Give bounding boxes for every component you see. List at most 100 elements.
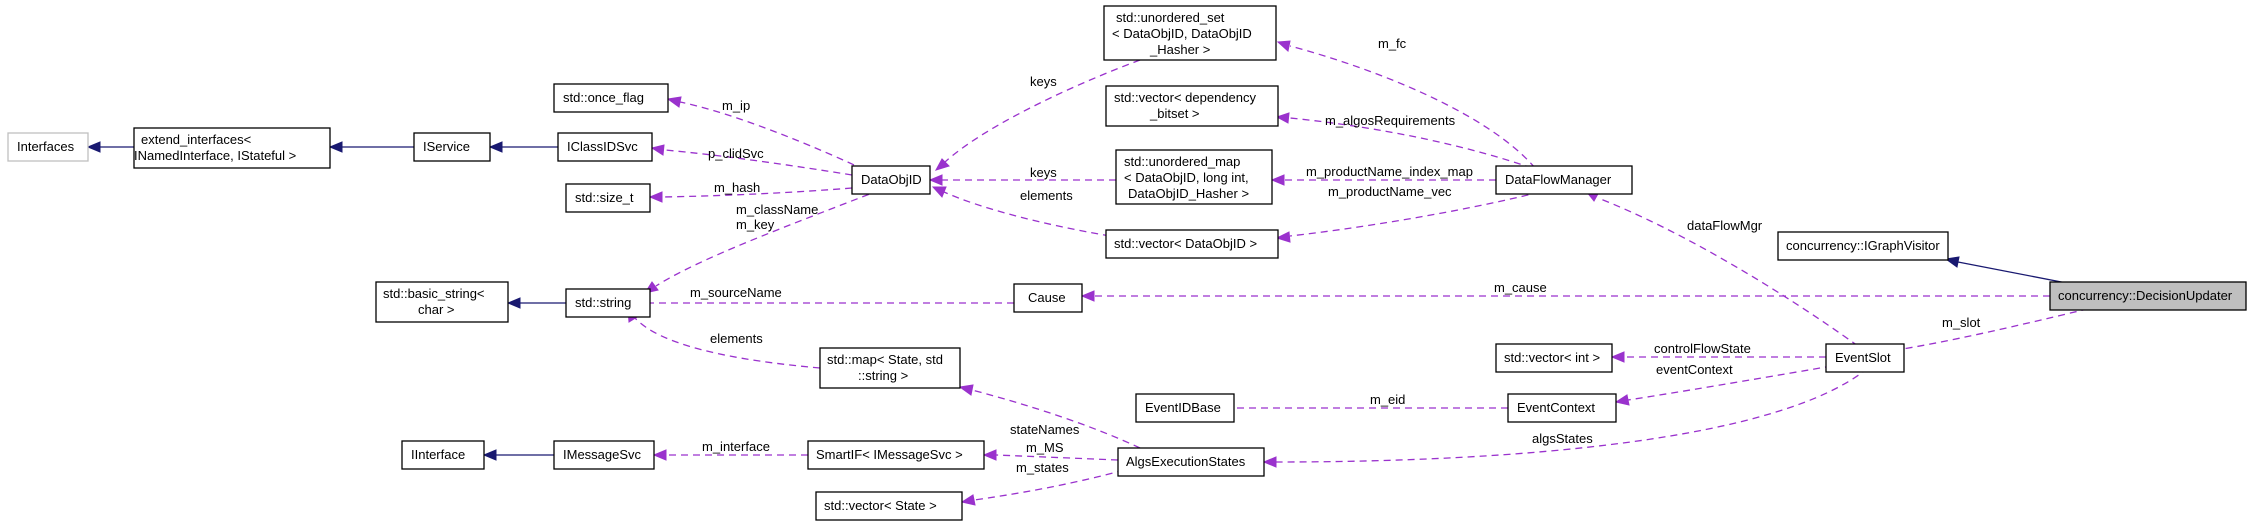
edge-m-ms <box>995 454 1119 461</box>
label-m-sourcename: m_sourceName <box>690 285 782 300</box>
arrowhead-basic-string <box>506 297 521 309</box>
svg-text:< DataObjID, DataObjID: < DataObjID, DataObjID <box>1112 26 1252 41</box>
node-once-flag[interactable]: std::once_flag <box>553 83 669 113</box>
edge-dataflowmgr <box>1597 197 1859 347</box>
svg-text:DataFlowManager: DataFlowManager <box>1505 172 1612 187</box>
edge-statenames <box>971 389 1141 449</box>
arrowhead-iinterface <box>482 449 497 461</box>
svg-text:std::unordered_set: std::unordered_set <box>1116 10 1225 25</box>
label-dataflowmgr: dataFlowMgr <box>1687 218 1763 233</box>
svg-text:IInterface: IInterface <box>411 447 465 462</box>
node-vector-state[interactable]: std::vector< State > <box>815 491 963 521</box>
svg-text:< DataObjID, long int,: < DataObjID, long int, <box>1124 170 1249 185</box>
node-vector-int[interactable]: std::vector< int > <box>1495 343 1613 373</box>
node-unordered-map[interactable]: std::unordered_map < DataObjID, long int… <box>1115 149 1273 205</box>
svg-text:EventContext: EventContext <box>1517 400 1595 415</box>
label-m-fc: m_fc <box>1378 36 1407 51</box>
edge-eventcontext <box>1627 365 1833 401</box>
svg-text:EventIDBase: EventIDBase <box>1145 400 1221 415</box>
svg-text:IService: IService <box>423 139 470 154</box>
node-algsexecutionstates[interactable]: AlgsExecutionStates <box>1117 447 1265 477</box>
node-iservice[interactable]: IService <box>413 132 491 162</box>
node-iclassidsvc[interactable]: IClassIDSvc <box>557 132 653 162</box>
inheritance-edges <box>86 141 2083 461</box>
node-imessagesvc[interactable]: IMessageSvc <box>553 440 655 470</box>
node-size-t[interactable]: std::size_t <box>565 183 651 213</box>
node-igraphvisitor[interactable]: concurrency::IGraphVisitor <box>1777 231 1949 261</box>
svg-text:_Hasher >: _Hasher > <box>1149 42 1210 57</box>
node-cause[interactable]: Cause <box>1013 283 1083 313</box>
label-m-cause: m_cause <box>1494 280 1547 295</box>
node-dataobjid[interactable]: DataObjID <box>851 165 931 195</box>
svg-text:std::once_flag: std::once_flag <box>563 90 644 105</box>
edge-m-ip <box>679 101 866 171</box>
arrowhead-iservice <box>488 141 503 153</box>
svg-text:std::vector< State >: std::vector< State > <box>824 498 937 513</box>
label-elements-vec: elements <box>1020 188 1073 203</box>
svg-text:AlgsExecutionStates: AlgsExecutionStates <box>1126 454 1246 469</box>
svg-text:_bitset >: _bitset > <box>1149 106 1200 121</box>
label-m-states: m_states <box>1016 460 1069 475</box>
node-dataflowmanager[interactable]: DataFlowManager <box>1495 165 1633 195</box>
svg-text:DataObjID: DataObjID <box>861 172 922 187</box>
svg-text:std::vector< int >: std::vector< int > <box>1504 350 1600 365</box>
svg-text:char >: char > <box>418 302 455 317</box>
arrowhead-igraphvisitor <box>1944 256 1960 268</box>
svg-text:SmartIF< IMessageSvc >: SmartIF< IMessageSvc > <box>816 447 963 462</box>
svg-text:IClassIDSvc: IClassIDSvc <box>567 139 638 154</box>
node-eventidbase[interactable]: EventIDBase <box>1135 393 1235 423</box>
svg-text:DataObjID_Hasher >: DataObjID_Hasher > <box>1128 186 1249 201</box>
node-string[interactable]: std::string <box>565 288 651 318</box>
node-vector-dataobjid[interactable]: std::vector< DataObjID > <box>1105 229 1279 259</box>
svg-text:concurrency::IGraphVisitor: concurrency::IGraphVisitor <box>1786 238 1940 253</box>
node-extend-interfaces[interactable]: extend_interfaces< INamedInterface, ISta… <box>133 127 331 169</box>
label-m-classname: m_className <box>736 202 818 217</box>
label-m-productname-index-map: m_productName_index_map <box>1306 164 1473 179</box>
svg-text:IMessageSvc: IMessageSvc <box>563 447 642 462</box>
edge-keys-set <box>944 59 1141 163</box>
usage-edges: m_fc keys m_algosRequirements m_ip p_cli… <box>627 36 2101 506</box>
label-keys-set: keys <box>1030 74 1057 89</box>
label-controlflowstate: controlFlowState <box>1654 341 1751 356</box>
node-smartif[interactable]: SmartIF< IMessageSvc > <box>807 440 985 470</box>
label-m-key: m_key <box>736 217 775 232</box>
edge-m-hash <box>661 187 853 198</box>
label-m-algos-requirements: m_algosRequirements <box>1325 113 1456 128</box>
svg-text:EventSlot: EventSlot <box>1835 350 1891 365</box>
label-m-productname-vec: m_productName_vec <box>1328 184 1452 199</box>
label-m-ip: m_ip <box>722 98 750 113</box>
label-m-interface: m_interface <box>702 439 770 454</box>
svg-text:Interfaces: Interfaces <box>17 139 75 154</box>
node-unordered-set[interactable]: std::unordered_set < DataObjID, DataObjI… <box>1103 5 1277 61</box>
svg-text:std::vector< dependency: std::vector< dependency <box>1114 90 1257 105</box>
label-m-eid: m_eid <box>1370 392 1405 407</box>
svg-text:std::map< State, std: std::map< State, std <box>827 352 943 367</box>
label-elements-map: elements <box>710 331 763 346</box>
edge-m-classname-key <box>655 189 881 287</box>
label-p-clidsvc: p_clidSvc <box>708 146 764 161</box>
node-map-state[interactable]: std::map< State, std ::string > <box>819 347 961 389</box>
svg-text:::string >: ::string > <box>858 368 908 383</box>
label-keys-map: keys <box>1030 165 1057 180</box>
arrowhead-extend <box>328 141 343 153</box>
node-eventslot[interactable]: EventSlot <box>1825 343 1905 373</box>
label-m-hash: m_hash <box>714 180 760 195</box>
svg-text:Cause: Cause <box>1028 290 1066 305</box>
arrowhead-interfaces <box>86 141 101 153</box>
node-eventcontext[interactable]: EventContext <box>1507 393 1617 423</box>
label-m-ms: m_MS <box>1026 440 1064 455</box>
svg-text:std::vector< DataObjID >: std::vector< DataObjID > <box>1114 236 1257 251</box>
edge-m-algos-requirements <box>1289 117 1533 169</box>
label-algsstates: algsStates <box>1532 431 1593 446</box>
label-eventcontext: eventContext <box>1656 362 1733 377</box>
edge-algsstates <box>1275 367 1869 463</box>
node-vector-dependency[interactable]: std::vector< dependency _bitset > <box>1105 85 1279 127</box>
node-decisionupdater[interactable]: concurrency::DecisionUpdater <box>2049 281 2247 311</box>
edge-p-clidsvc <box>664 149 853 176</box>
node-basic-string[interactable]: std::basic_string< char > <box>375 281 509 323</box>
node-iinterface[interactable]: IInterface <box>401 440 485 470</box>
svg-text:concurrency::DecisionUpdater: concurrency::DecisionUpdater <box>2058 288 2233 303</box>
node-interfaces[interactable]: Interfaces <box>7 132 89 162</box>
label-statenames: stateNames <box>1010 422 1080 437</box>
